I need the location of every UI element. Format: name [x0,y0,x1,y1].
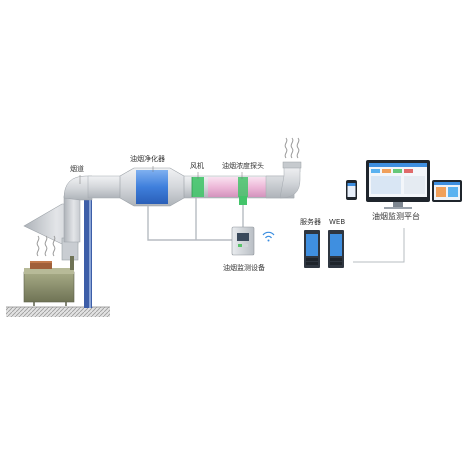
label-web: WEB [329,218,346,226]
label-probe: 油烟浓度探头 [222,162,264,170]
label-server: 服务器 [300,218,321,226]
stove [23,256,75,306]
outlet-smoke-3 [296,137,300,159]
flue-riser [63,195,81,243]
network-link [353,228,405,263]
monitor-led [238,244,242,247]
stove-smoke-2 [44,235,48,257]
wifi-icon [262,231,275,242]
outlet-elbow [279,165,301,199]
support-pole [84,198,92,308]
outlet-cap [282,161,302,169]
monitor-screen [237,233,249,241]
phone-device [346,180,357,200]
outlet-smoke-2 [290,137,294,159]
monitor-button [244,244,248,247]
label-platform: 油烟监测平台 [372,212,420,221]
wire-purifier [147,206,236,241]
stove-smoke-3 [52,235,56,257]
probe-section [208,177,266,197]
support-pole-highlight [89,198,91,308]
fan-sleeve [192,177,204,197]
probe-sensor [239,196,247,205]
outlet-smoke-1 [284,137,288,159]
label-monitor-device: 油烟监测设备 [223,264,265,272]
web-server [328,230,344,268]
server-rack [304,230,320,268]
label-flue: 烟道 [70,165,84,173]
label-fan: 风机 [190,162,204,170]
probe-green-ring [238,177,248,197]
tablet-device [432,180,462,202]
stove-smoke-1 [36,235,40,257]
ground-slab [6,307,110,317]
label-purifier: 油烟净化器 [130,155,165,163]
purifier-core [136,170,168,204]
desktop-monitor [366,160,430,209]
